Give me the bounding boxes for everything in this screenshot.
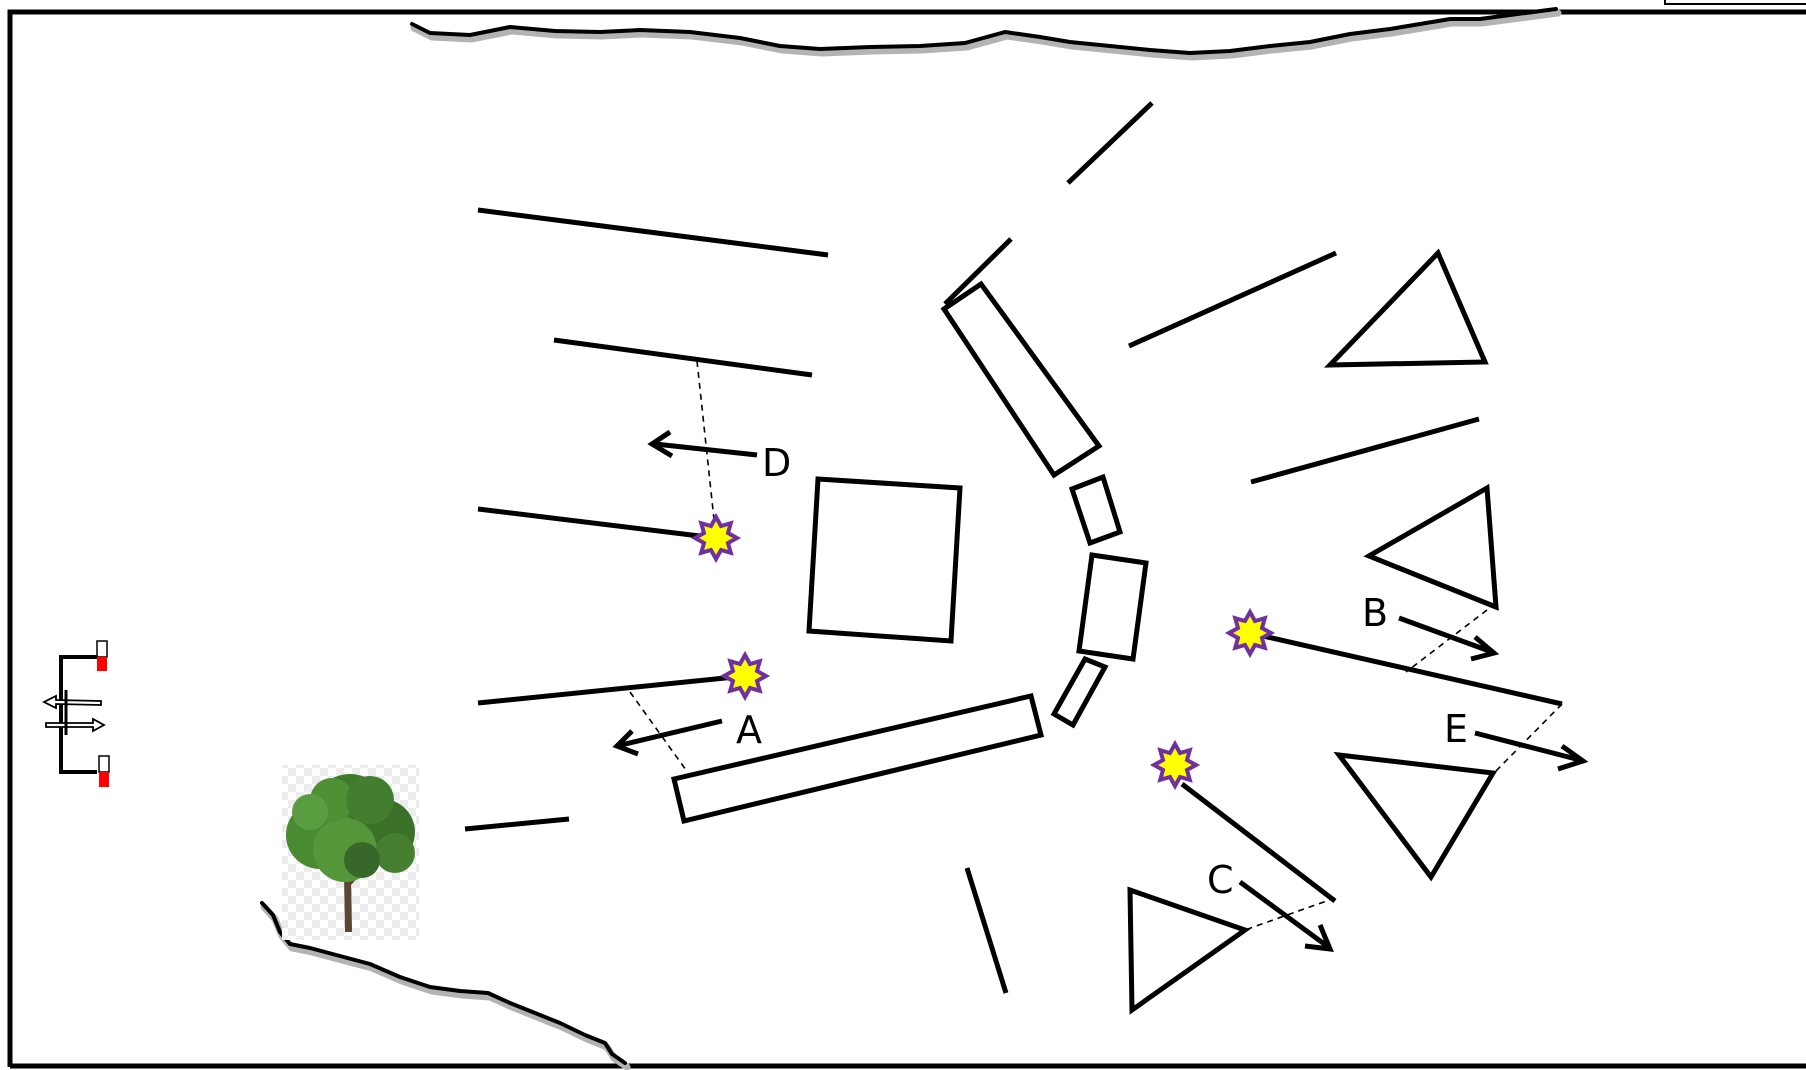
- wall-segment: [1250, 633, 1562, 704]
- label-a: A: [736, 708, 762, 752]
- long-barrier-top: [944, 284, 1099, 475]
- label-d: D: [762, 441, 791, 485]
- star-burst-icon: [695, 517, 737, 559]
- top-terrain-edge: [412, 9, 1558, 57]
- label-b: B: [1362, 591, 1388, 635]
- wall-segment: [554, 340, 812, 375]
- wall-segment: [478, 676, 745, 703]
- star-burst-icon: [1229, 612, 1271, 654]
- label-e: E: [1444, 707, 1468, 751]
- label-c: C: [1207, 858, 1234, 902]
- wall-segment: [967, 868, 1006, 993]
- small-barrier-2: [1079, 555, 1146, 659]
- triangle-obstacle: [1339, 755, 1493, 877]
- small-barrier-1: [1072, 477, 1120, 543]
- arrow-a: [621, 721, 722, 745]
- star-burst-icon: [1154, 744, 1196, 786]
- wall-segment: [1182, 784, 1335, 901]
- sight-line-b: [1406, 610, 1487, 672]
- spawn-gate-icon: [44, 641, 109, 787]
- center-walls: [945, 103, 1152, 993]
- triangle-obstacle: [1130, 890, 1245, 1010]
- small-barrier-3: [1054, 659, 1105, 725]
- wall-segment: [1129, 253, 1336, 346]
- long-barrier-bottom: [674, 696, 1041, 821]
- wall-segment: [478, 509, 716, 538]
- wall-segment: [1068, 103, 1152, 183]
- triangle-obstacle: [1330, 253, 1485, 365]
- triangle-obstacle: [1369, 488, 1496, 607]
- wall-segment: [465, 819, 569, 829]
- tree-icon: [282, 765, 419, 940]
- arrow-b: [1399, 618, 1492, 652]
- left-walls: [465, 210, 828, 829]
- wall-segment: [1251, 419, 1479, 482]
- arrow-c: [1240, 882, 1327, 946]
- square-bunker: [809, 479, 960, 641]
- star-burst-icon: [724, 655, 766, 697]
- corner-box: [1665, 0, 1806, 4]
- wall-segment: [478, 210, 828, 255]
